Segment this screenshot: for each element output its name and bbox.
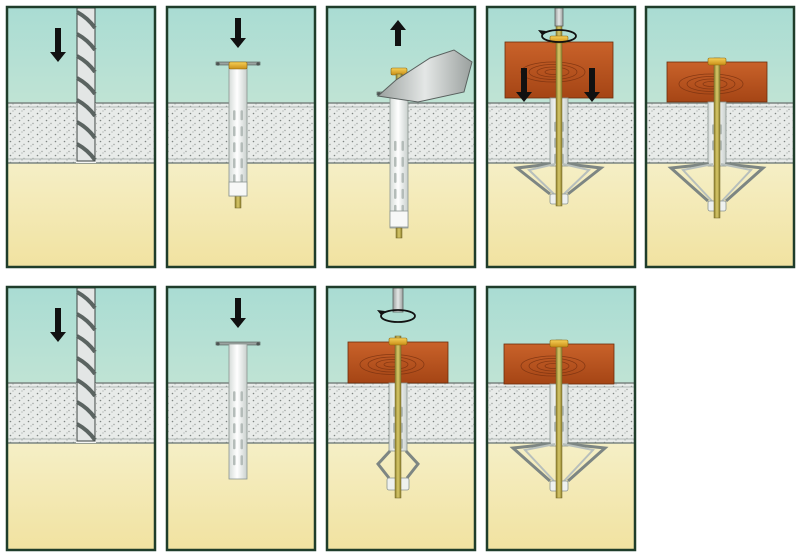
panel-border xyxy=(644,5,796,269)
panel-border xyxy=(165,5,317,269)
up-arrow-icon xyxy=(390,20,406,46)
bolt-shaft-icon xyxy=(555,339,563,499)
ground-area xyxy=(6,443,156,551)
rotate-arrow-icon xyxy=(538,29,577,43)
screwdriver-icon xyxy=(554,7,564,27)
down-arrow-icon xyxy=(230,18,246,48)
spread-anchor-legs-icon xyxy=(667,162,767,212)
bolt-head-icon xyxy=(707,57,727,66)
bolt-shaft-icon xyxy=(555,23,563,207)
panel-step-6-drill xyxy=(5,285,157,552)
anchor-nut-icon xyxy=(389,210,409,228)
panel-step-4-tighten xyxy=(485,5,637,269)
panel-step-9-fixed xyxy=(485,285,637,552)
anchor-nut-icon xyxy=(228,181,248,197)
setting-tool-icon xyxy=(376,49,473,103)
down-arrow-icon xyxy=(230,298,246,328)
drill-bit-icon xyxy=(76,287,97,442)
ground-area xyxy=(6,163,156,268)
bolt-head-icon xyxy=(549,339,569,348)
panel-border xyxy=(165,285,317,552)
down-arrow-icon xyxy=(50,308,66,342)
panel-step-8-tighten xyxy=(325,285,477,552)
bolt-shaft-icon xyxy=(713,57,721,219)
panel-step-3-setting-tool xyxy=(325,5,477,269)
spread-anchor-legs-icon xyxy=(513,162,605,205)
bolt-head-icon xyxy=(388,337,408,346)
screwdriver-icon xyxy=(392,287,404,313)
panel-step-7-insert xyxy=(165,285,317,552)
down-arrow-icon xyxy=(50,28,66,62)
panel-border xyxy=(5,5,157,269)
down-arrow-right-icon xyxy=(584,68,600,102)
panel-border xyxy=(485,5,637,269)
bolt-head-icon xyxy=(228,61,248,70)
rotate-arrow-icon xyxy=(377,309,416,323)
panel-step-5-fixed xyxy=(644,5,796,269)
panel-border xyxy=(325,5,477,269)
panel-step-2-insert xyxy=(165,5,317,269)
drill-bit-icon xyxy=(76,7,97,162)
panel-border xyxy=(325,285,477,552)
spread-anchor-legs-icon xyxy=(509,442,609,492)
bolt-shaft-icon xyxy=(395,227,403,239)
panel-border xyxy=(5,285,157,552)
hollow-wall-anchor-icon xyxy=(215,341,261,480)
bolt-shaft-icon xyxy=(394,335,402,499)
down-arrow-left-icon xyxy=(516,68,532,102)
panel-step-1-drill xyxy=(5,5,157,269)
panel-border xyxy=(485,285,637,552)
bolt-shaft-icon xyxy=(234,195,242,209)
